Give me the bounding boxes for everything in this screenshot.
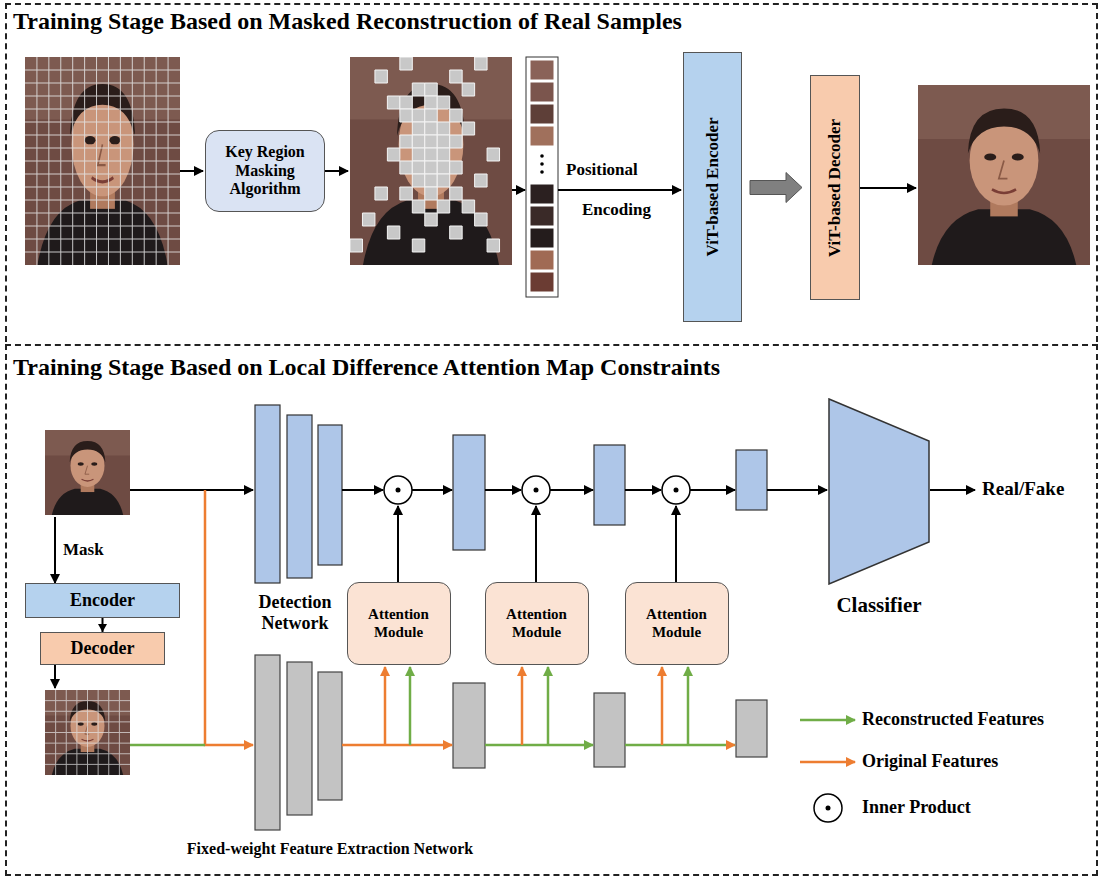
decoder-box: Decoder xyxy=(40,632,165,665)
input-face xyxy=(45,430,130,515)
connector xyxy=(750,173,802,203)
box-label: Key Region Masking Algorithm xyxy=(215,143,315,198)
box-label: Encoder xyxy=(70,590,135,611)
classifier-trapezoid xyxy=(828,398,930,585)
stage-title: Training Stage Based on Masked Reconstru… xyxy=(13,8,682,35)
box-label: Attention Module xyxy=(632,606,722,641)
box-label: Attention Module xyxy=(354,606,444,641)
legend-text: Inner Product xyxy=(862,797,971,818)
output-label: Real/Fake xyxy=(982,478,1064,500)
decoder-block: ViT-based Decoder xyxy=(810,75,860,300)
mask-label: Mask xyxy=(63,540,104,560)
classifier-shape: Classifier xyxy=(828,398,930,585)
connector xyxy=(98,618,107,632)
block-arrow xyxy=(750,173,802,203)
inner-product-symbol xyxy=(384,476,690,504)
legend-sample xyxy=(800,720,855,822)
feature-line xyxy=(130,490,735,745)
attention-module: Attention Module xyxy=(347,582,451,665)
reconstructed-face xyxy=(45,690,130,775)
stage-title: Training Stage Based on Local Difference… xyxy=(13,354,720,381)
attention-module: Attention Module xyxy=(625,582,729,665)
detection-network xyxy=(255,405,767,583)
reconstructed-face xyxy=(918,85,1090,265)
encoder-box: Encoder xyxy=(25,583,180,618)
arrowhead xyxy=(98,624,107,632)
block-label: ViT-based Encoder xyxy=(703,117,723,256)
stage-panel: Training Stage Based on Local Difference… xyxy=(5,344,1098,876)
classifier-label: Classifier xyxy=(836,593,921,618)
face-image xyxy=(25,57,180,265)
legend-text: Original Features xyxy=(862,751,998,772)
box-label: Decoder xyxy=(71,638,135,659)
stage-panel: Training Stage Based on Masked Reconstru… xyxy=(5,3,1098,342)
legend-text: Reconstructed Features xyxy=(862,709,1044,730)
network-label: Detection Network xyxy=(245,592,345,633)
encoding-label: Positional xyxy=(566,160,638,180)
block-label: ViT-based Decoder xyxy=(825,118,845,256)
box-label: Attention Module xyxy=(492,606,582,641)
encoding-label: Encoding xyxy=(582,200,651,220)
patch-tokens xyxy=(526,57,558,297)
process-box: Key Region Masking Algorithm xyxy=(205,130,325,212)
attention-module: Attention Module xyxy=(485,582,589,665)
classifier-outline xyxy=(829,399,929,584)
masked-face-image xyxy=(350,57,512,265)
network-label: Fixed-weight Feature Extraction Network xyxy=(140,840,520,858)
fixed-network xyxy=(255,655,767,830)
encoder-block: ViT-based Encoder xyxy=(683,52,742,322)
